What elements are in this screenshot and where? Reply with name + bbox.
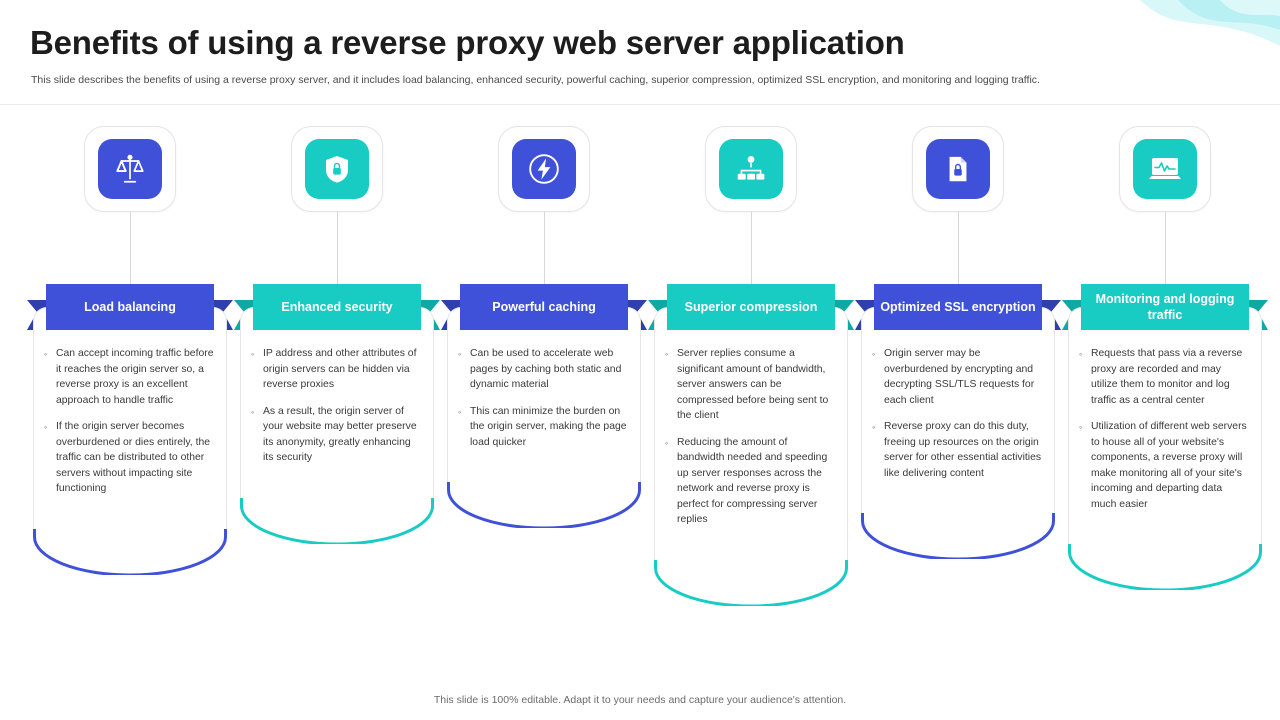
bullet-text: Reverse proxy can do this duty, freeing … bbox=[884, 421, 1042, 479]
network-nodes-icon bbox=[719, 139, 783, 199]
connector-line bbox=[957, 212, 959, 284]
icon-frame bbox=[705, 126, 797, 212]
icon-frame bbox=[1119, 126, 1211, 212]
card-bottom-curve bbox=[33, 514, 227, 575]
bullet-text: As a result, the origin server of your w… bbox=[263, 405, 417, 464]
page-title: Benefits of using a reverse proxy web se… bbox=[30, 24, 905, 61]
bullet-marker: ◦ bbox=[872, 349, 876, 359]
bullet-text: Requests that pass via a reverse proxy a… bbox=[1091, 348, 1243, 406]
bullet-item: ◦ IP address and other attributes of orig… bbox=[251, 346, 421, 393]
bullet-marker: ◦ bbox=[665, 349, 669, 359]
benefit-heading: Load balancing bbox=[46, 284, 214, 330]
bullet-text: IP address and other attributes of origi… bbox=[263, 348, 417, 390]
bullet-marker: ◦ bbox=[665, 437, 669, 448]
laptop-monitor-icon bbox=[1133, 139, 1197, 199]
bullet-item: ◦ If the origin server becomes overburden… bbox=[44, 419, 214, 497]
card-bottom-curve bbox=[240, 483, 434, 544]
bullet-text: If the origin server becomes overburdene… bbox=[56, 421, 211, 494]
bullet-text: Reducing the amount of bandwidth needed … bbox=[677, 436, 828, 526]
bullet-marker: ◦ bbox=[44, 349, 48, 359]
banner-area: Load balancing bbox=[27, 284, 233, 330]
bullet-list: ◦ IP address and other attributes of orig… bbox=[241, 346, 433, 466]
bullet-item: ◦ Can accept incoming traffic before it r… bbox=[44, 346, 214, 408]
benefit-heading: Monitoring and logging traffic bbox=[1081, 284, 1249, 330]
benefit-heading: Superior compression bbox=[667, 284, 835, 330]
bullet-marker: ◦ bbox=[44, 422, 48, 432]
card-bottom-curve bbox=[861, 499, 1055, 559]
benefit-column: Enhanced security ◦ IP address and other a… bbox=[234, 126, 440, 606]
shield-lock-icon bbox=[305, 139, 369, 199]
bullet-item: ◦ Can be used to accelerate web pages by … bbox=[458, 346, 628, 393]
benefit-card: ◦ Server replies consume a significant am… bbox=[654, 307, 848, 546]
benefit-card: ◦ Can be used to accelerate web pages by … bbox=[447, 307, 641, 468]
icon-frame bbox=[912, 126, 1004, 212]
bullet-item: ◦ Origin server may be overburdened by en… bbox=[872, 346, 1042, 408]
bullet-text: Origin server may be overburdened by enc… bbox=[884, 348, 1035, 406]
header-divider bbox=[0, 104, 1280, 105]
connector-line bbox=[543, 212, 545, 284]
benefit-card: ◦ Origin server may be overburdened by en… bbox=[861, 307, 1055, 499]
bullet-text: Utilization of different web servers to … bbox=[1091, 421, 1247, 510]
connector-line bbox=[1164, 212, 1166, 284]
bullet-marker: ◦ bbox=[458, 406, 462, 417]
banner-area: Superior compression bbox=[648, 284, 854, 330]
benefit-column: Powerful caching ◦ Can be used to accelera… bbox=[441, 126, 647, 606]
page-subtitle: This slide describes the benefits of usi… bbox=[31, 74, 1040, 86]
icon-frame bbox=[498, 126, 590, 212]
bullet-text: Can accept incoming traffic before it re… bbox=[56, 348, 214, 406]
balance-scale-icon bbox=[98, 139, 162, 199]
benefit-card: ◦ Requests that pass via a reverse proxy … bbox=[1068, 307, 1262, 530]
bullet-text: Server replies consume a significant amo… bbox=[677, 348, 829, 421]
benefit-column: Load balancing ◦ Can accept incoming traff… bbox=[27, 126, 233, 606]
connector-line bbox=[129, 212, 131, 284]
banner-area: Enhanced security bbox=[234, 284, 440, 330]
bullet-marker: ◦ bbox=[251, 406, 255, 417]
card-bottom-curve bbox=[447, 468, 641, 528]
benefit-card: ◦ IP address and other attributes of orig… bbox=[240, 307, 434, 484]
decorative-wave bbox=[1060, 0, 1280, 118]
benefit-heading: Enhanced security bbox=[253, 284, 421, 330]
icon-frame bbox=[84, 126, 176, 212]
bullet-list: ◦ Can accept incoming traffic before it r… bbox=[34, 346, 226, 497]
benefit-column: Monitoring and logging traffic ◦ Requests … bbox=[1062, 126, 1268, 606]
bullet-text: Can be used to accelerate web pages by c… bbox=[470, 348, 622, 390]
benefits-columns: Load balancing ◦ Can accept incoming traff… bbox=[0, 126, 1280, 606]
bullet-marker: ◦ bbox=[1079, 349, 1083, 359]
banner-area: Powerful caching bbox=[441, 284, 647, 330]
bullet-item: ◦ Utilization of different web servers to… bbox=[1079, 419, 1249, 512]
bullet-list: ◦ Requests that pass via a reverse proxy … bbox=[1069, 346, 1261, 512]
connector-line bbox=[750, 212, 752, 284]
bullet-item: ◦ Server replies consume a significant am… bbox=[665, 346, 835, 424]
bullet-item: ◦ Requests that pass via a reverse proxy … bbox=[1079, 346, 1249, 408]
benefit-heading: Powerful caching bbox=[460, 284, 628, 330]
card-bottom-curve bbox=[654, 545, 848, 606]
bullet-item: ◦ Reducing the amount of bandwidth needed… bbox=[665, 435, 835, 528]
bullet-marker: ◦ bbox=[1079, 422, 1083, 432]
bullet-item: ◦ Reverse proxy can do this duty, freeing… bbox=[872, 419, 1042, 481]
banner-area: Monitoring and logging traffic bbox=[1062, 284, 1268, 330]
bullet-item: ◦ As a result, the origin server of your … bbox=[251, 404, 421, 466]
icon-frame bbox=[291, 126, 383, 212]
footer-note: This slide is 100% editable. Adapt it to… bbox=[433, 694, 847, 706]
lightning-bolt-icon bbox=[512, 139, 576, 199]
bullet-list: ◦ Server replies consume a significant am… bbox=[655, 346, 847, 528]
benefit-card: ◦ Can accept incoming traffic before it r… bbox=[33, 307, 227, 515]
bullet-marker: ◦ bbox=[458, 349, 462, 359]
bullet-item: ◦ This can minimize the burden on the ori… bbox=[458, 404, 628, 451]
benefit-heading: Optimized SSL encryption bbox=[874, 284, 1042, 330]
bullet-list: ◦ Origin server may be overburdened by en… bbox=[862, 346, 1054, 481]
benefit-column: Superior compression ◦ Server replies cons… bbox=[648, 126, 854, 606]
connector-line bbox=[336, 212, 338, 284]
bullet-marker: ◦ bbox=[872, 422, 876, 432]
bullet-marker: ◦ bbox=[251, 349, 255, 359]
document-lock-icon bbox=[926, 139, 990, 199]
bullet-text: This can minimize the burden on the orig… bbox=[470, 405, 627, 448]
benefit-column: Optimized SSL encryption ◦ Origin server m… bbox=[855, 126, 1061, 606]
card-bottom-curve bbox=[1068, 530, 1262, 590]
banner-area: Optimized SSL encryption bbox=[855, 284, 1061, 330]
bullet-list: ◦ Can be used to accelerate web pages by … bbox=[448, 346, 640, 450]
